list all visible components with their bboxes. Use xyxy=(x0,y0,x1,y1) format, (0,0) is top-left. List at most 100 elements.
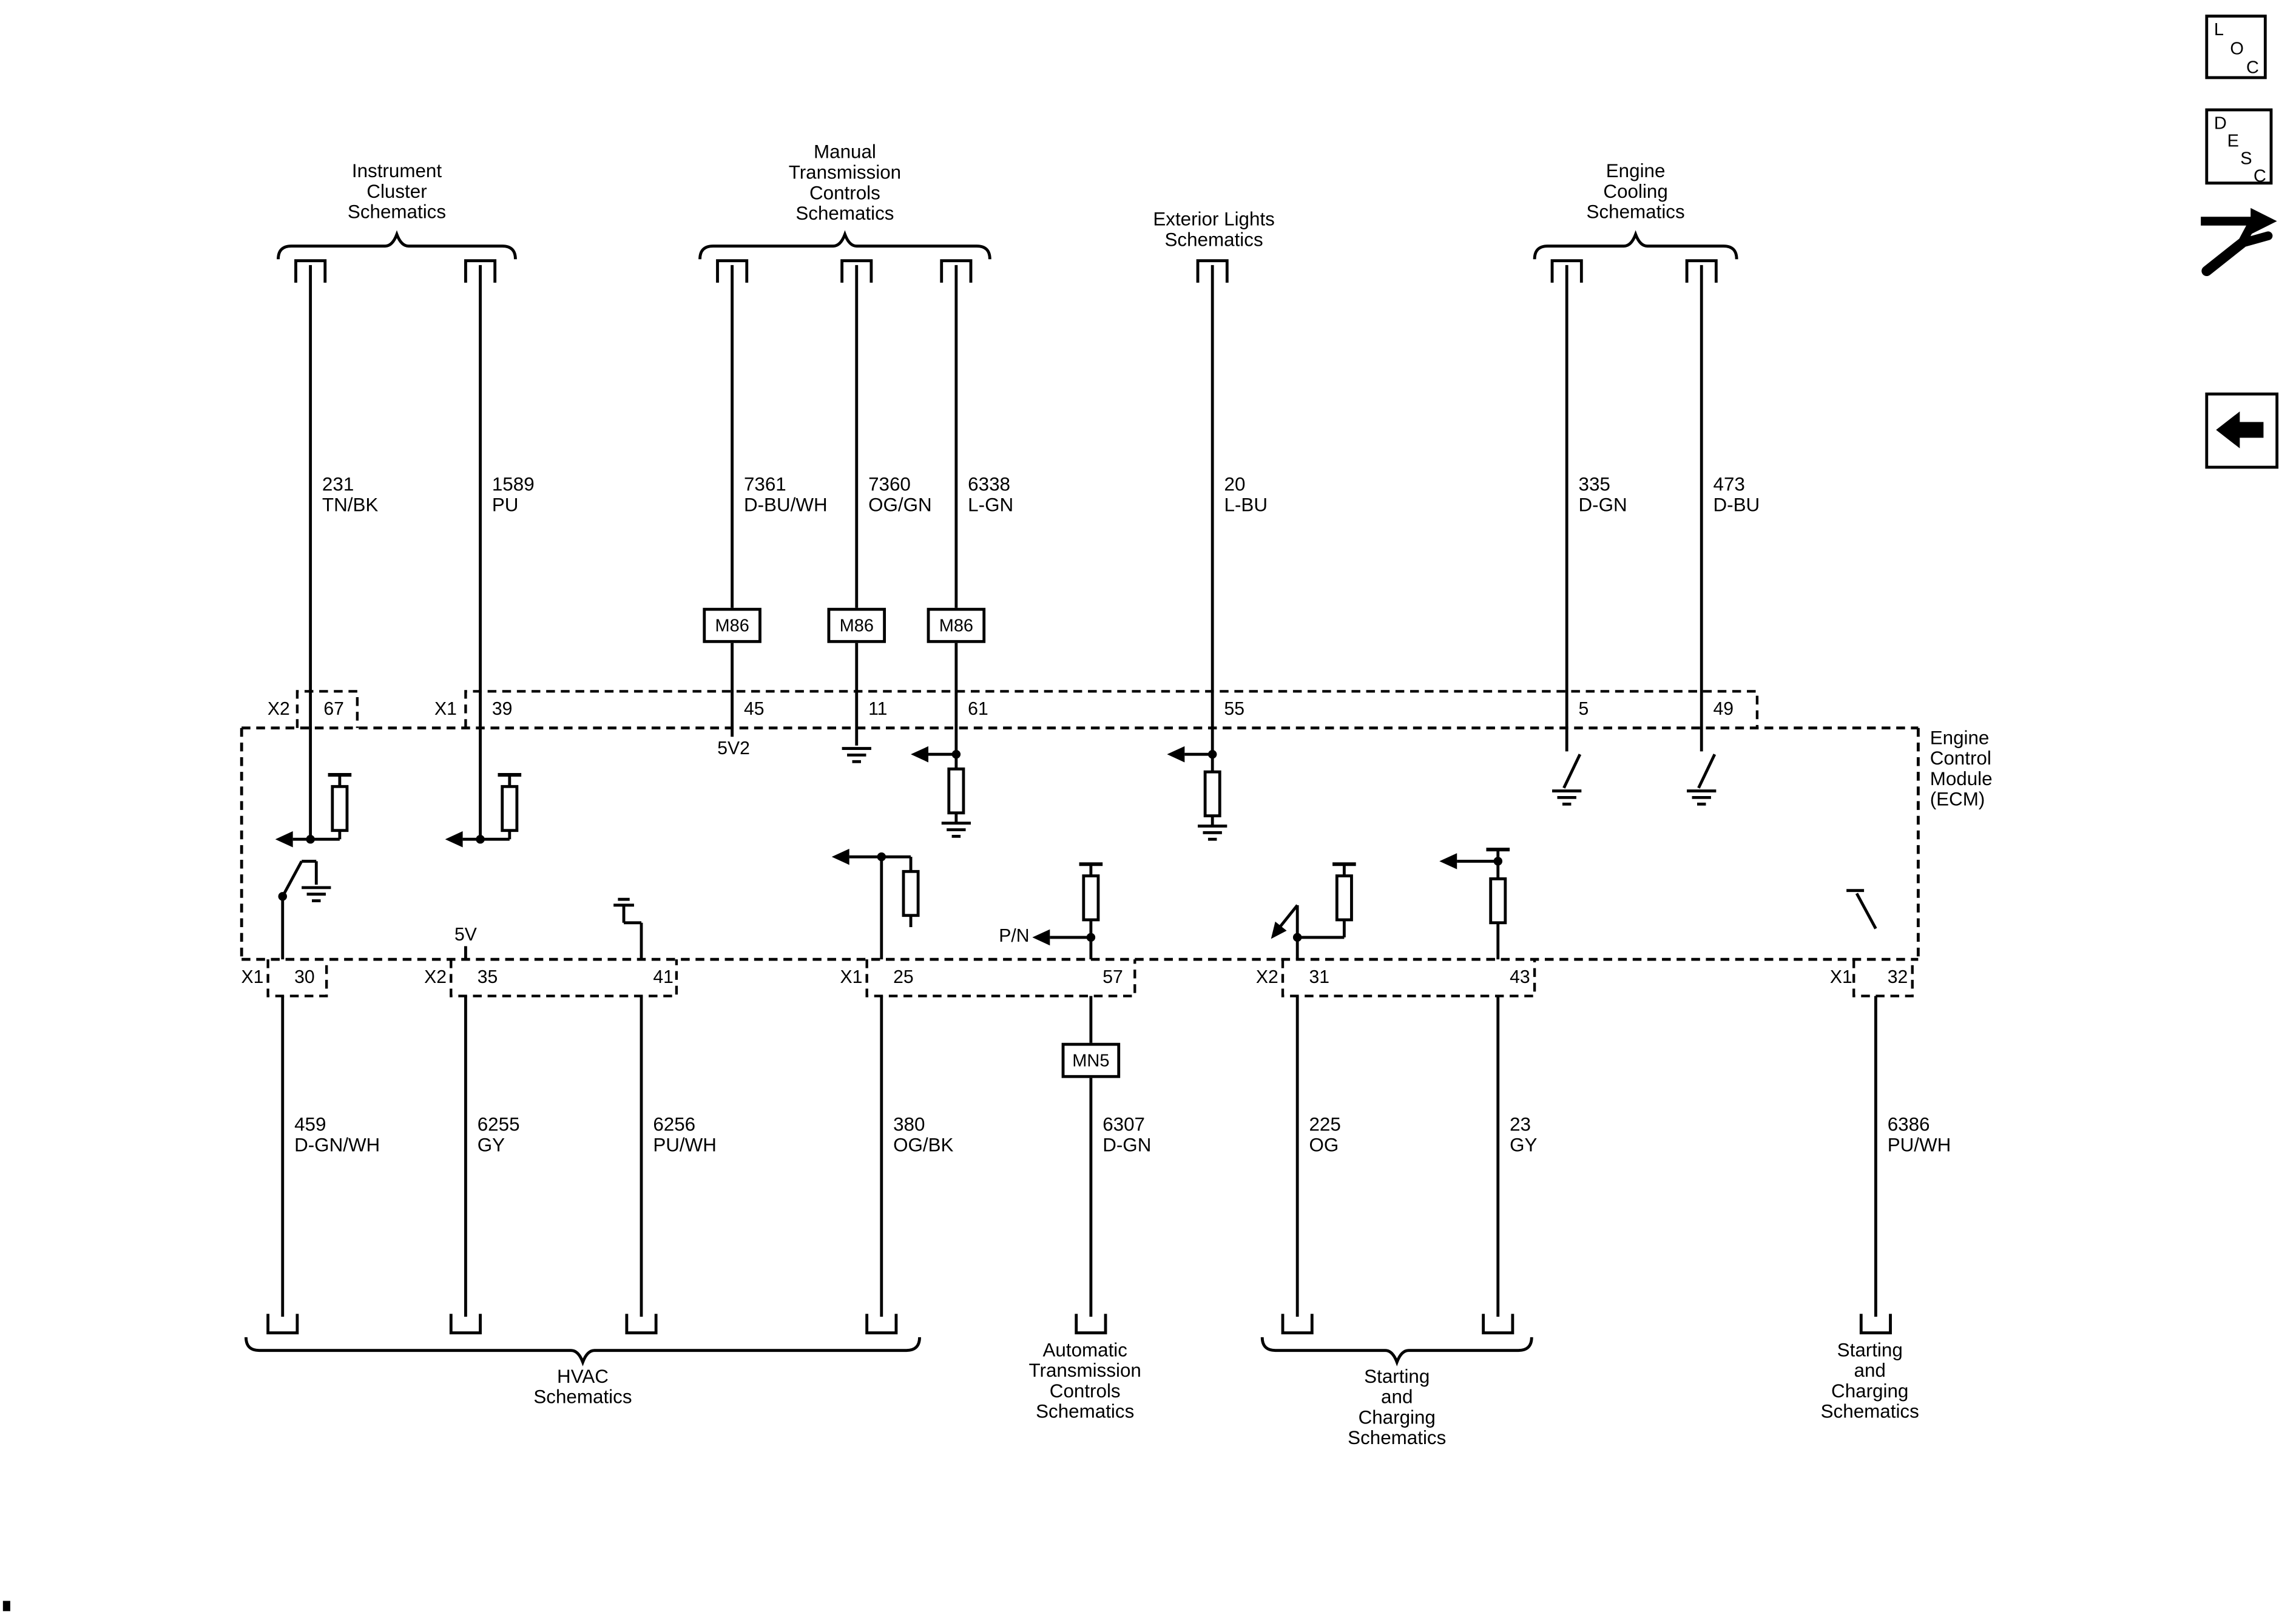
wrench-arrow-icon xyxy=(2201,208,2277,277)
pin-box-30 xyxy=(266,959,328,998)
net-label-5v2: 5V2 xyxy=(717,738,750,759)
signal-arrowheads xyxy=(275,746,1457,946)
pin-box-x1-top xyxy=(464,690,1759,728)
signal-label-pn: P/N xyxy=(999,925,1030,947)
resistor-symbols xyxy=(331,767,1507,925)
top-brace-group xyxy=(277,230,1738,260)
splice-label-mn5: MN5 xyxy=(1061,1042,1121,1078)
bottom-group-label-hvac: HVAC Schematics xyxy=(533,1365,632,1408)
switch-pin-31-shaft xyxy=(1278,904,1299,928)
pin-45: 45 xyxy=(743,698,765,720)
pin-67: 67 xyxy=(323,698,344,720)
pin-box-25-57 xyxy=(865,959,1136,998)
bottom-group-label-auto-transmission: Automatic Transmission Controls Schemati… xyxy=(1028,1338,1141,1422)
top-group-label-instrument-cluster: Instrument Cluster Schematics xyxy=(347,160,447,223)
switch-symbols xyxy=(281,754,1877,930)
connector-label-x1-bottom-2: X1 xyxy=(840,967,863,988)
brace-engine-cooling xyxy=(1533,230,1738,260)
ground-pin-49 xyxy=(1687,789,1717,806)
pin-41: 41 xyxy=(653,967,674,988)
bottom-terminal-brackets xyxy=(266,1314,1892,1335)
pin-57: 57 xyxy=(1102,967,1123,988)
connector-label-x1-top: X1 xyxy=(434,698,457,720)
splice-label-m86-2: M86 xyxy=(827,607,886,643)
switch-pin-5 xyxy=(1562,754,1582,789)
ecm-label: Engine Control Module (ECM) xyxy=(1930,726,1993,810)
pin-35: 35 xyxy=(477,967,498,988)
supply-bar-symbols xyxy=(328,772,1510,866)
top-group-label-exterior-lights: Exterior Lights Schematics xyxy=(1153,208,1275,251)
top-group-label-manual-transmission: Manual Transmission Controls Schematics xyxy=(788,140,902,224)
sensor-symbol-pin-41 xyxy=(613,897,642,925)
pin-49: 49 xyxy=(1713,698,1734,720)
loc-button[interactable]: L O C xyxy=(2205,15,2267,79)
bottom-brace-group xyxy=(245,1337,1533,1366)
back-button[interactable] xyxy=(2205,392,2279,469)
ground-pin-55 xyxy=(1198,825,1227,841)
pin-5: 5 xyxy=(1578,698,1589,720)
pin-box-35-41 xyxy=(450,959,678,998)
left-arrow-icon xyxy=(2216,411,2264,448)
connector-label-x2-bottom-1: X2 xyxy=(424,967,447,988)
junction-dots xyxy=(278,749,1503,942)
pin-31: 31 xyxy=(1309,967,1330,988)
switch-pin-30 xyxy=(281,859,318,897)
ground-pin-11 xyxy=(842,747,871,763)
pin-43: 43 xyxy=(1510,967,1530,988)
ground-pin-30 xyxy=(302,886,331,902)
splice-label-m86-1: M86 xyxy=(703,607,761,643)
switch-pin-49 xyxy=(1697,754,1717,789)
pin-61: 61 xyxy=(968,698,988,720)
connector-label-x1-bottom-1: X1 xyxy=(241,967,264,988)
ground-symbols xyxy=(302,747,1717,902)
ground-pin-61 xyxy=(941,822,971,838)
connector-label-x2-top: X2 xyxy=(267,698,290,720)
pin-box-x2-top xyxy=(295,690,359,728)
stray-mark xyxy=(2,1601,10,1612)
pin-box-32 xyxy=(1852,959,1914,998)
top-terminal-brackets xyxy=(294,259,1718,283)
net-label-5v: 5V xyxy=(454,924,477,945)
bottom-group-label-starting-charging-right: Starting and Charging Schematics xyxy=(1820,1338,1919,1422)
ecm-boundary xyxy=(240,690,1920,998)
pin-25: 25 xyxy=(893,967,914,988)
pin-55: 55 xyxy=(1224,698,1245,720)
pin-box-31-43 xyxy=(1281,959,1536,998)
connector-label-x1-bottom-3: X1 xyxy=(1829,967,1852,988)
bottom-group-label-starting-charging: Starting and Charging Schematics xyxy=(1348,1365,1447,1448)
wire-lines xyxy=(281,265,1877,1317)
brace-starting-charging xyxy=(1260,1337,1533,1366)
pin-30: 30 xyxy=(294,967,315,988)
ground-pin-5 xyxy=(1552,789,1582,806)
desc-button[interactable]: D E S C xyxy=(2205,108,2273,186)
pin-32: 32 xyxy=(1887,967,1908,988)
pin-39: 39 xyxy=(491,698,513,720)
splice-label-m86-3: M86 xyxy=(927,607,986,643)
connector-label-x2-bottom-2: X2 xyxy=(1255,967,1278,988)
brace-instrument-cluster xyxy=(277,230,517,260)
pin-11: 11 xyxy=(868,698,888,720)
tools-button[interactable] xyxy=(2192,204,2289,280)
top-group-label-engine-cooling: Engine Cooling Schematics xyxy=(1586,160,1685,223)
brace-manual-transmission xyxy=(698,230,991,260)
switch-pin-32 xyxy=(1846,889,1877,930)
